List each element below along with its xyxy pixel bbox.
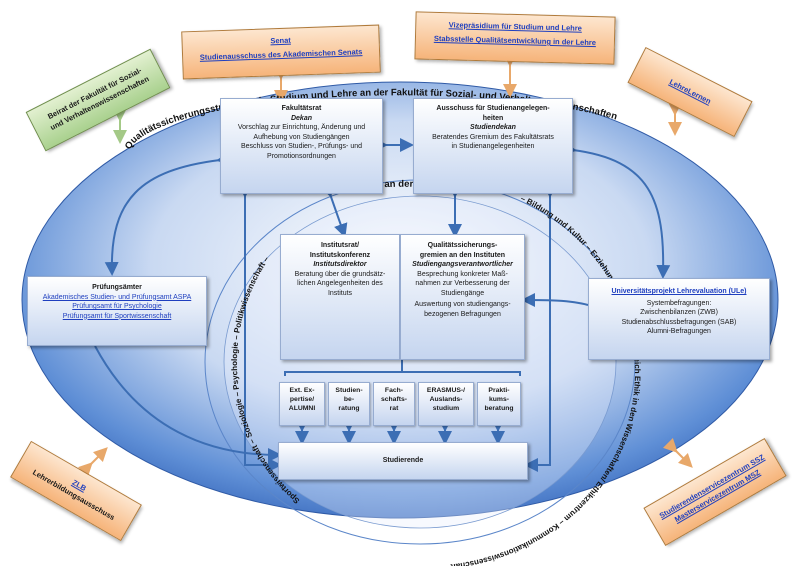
qsgremien-text2: nahmen zur Verbesserung der [415,280,510,287]
senat-note: Senat Studienausschuss des Akademischen … [181,24,381,80]
qsgremien-box: Qualitätssicherungs- gremien an den Inst… [400,234,525,360]
vize-link[interactable]: Vizepräsidium für Studium und Lehre [448,20,583,33]
arrow-fakrat-pruef [104,151,231,276]
fakultaetsrat-text1: Vorschlag zur Einrichtung, Änderung und [237,124,366,131]
small-box-fachschaftsrat-l3: rat [389,405,399,412]
pruefungsaemter-box: Prüfungsämter Akademisches Studien- und … [27,276,207,346]
small-box-erasmus: ERASMUS-/ Auslands- studium [418,382,474,426]
arrow-fakrat-institutsrat [320,182,348,238]
small-box-studienberatung-l2: be- [343,396,355,403]
arrow-ausschuss-studierende [524,184,557,472]
small-box-praktikumsberatung-l2: kums- [488,396,510,403]
pruefungsamt-psychologie-link[interactable]: Prüfungsamt für Psychologie [72,303,162,310]
institutsrat-text2: lichen Angelegenheiten des [297,280,383,287]
fakultaetsrat-text2: Aufhebung von Studiengängen [253,133,350,141]
fakultaetsrat-text3: Beschluss von Studien-, Prüfungs- und [240,143,362,150]
fakultaetsrat-text4: Promotionsordnungen [267,152,336,160]
arrow-ausschuss-ule [562,141,671,279]
vize-note: Vizepräsidium für Studium und Lehre Stab… [414,11,616,65]
qsgremien-text5: bezogenen Befragungen [424,310,501,318]
ule-text3: Studienabschlussbefragungen (SAB) [621,318,737,326]
small-box-erasmus-l1: ERASMUS-/ [426,387,466,394]
fakultaetsrat-role: Dekan [290,114,312,122]
qsgremien-title2: gremien an den Instituten [419,251,506,259]
institutsrat-title1: Institutsrat/ [320,242,360,249]
ausschuss-text2: in Studienangelegenheiten [451,143,535,150]
pruefungsaemter-title: Prüfungsämter [92,284,142,291]
ausschuss-title2: heiten [482,114,504,122]
small-box-studienberatung-l3: ratung [338,405,360,412]
ule-link[interactable]: Universitätsprojekt Lehrevaluation (ULe) [611,288,747,295]
studierende-box: Studierende [278,442,528,480]
small-box-ext-expertise-l2: pertise/ [289,396,315,403]
small-box-studienberatung-l1: Studien- [335,387,363,394]
small-box-praktikumsberatung-l1: Prakti- [488,387,510,394]
small-box-erasmus-l3: studium [432,405,460,412]
institutsrat-box: Institutsrat/ Institutskonferenz Institu… [280,234,400,360]
ausschuss-role: Studiendekan [470,124,516,131]
fakultaetsrat-title: Fakultätsrat [281,105,322,112]
small-box-praktikumsberatung-l3: beratung [484,405,514,412]
qsgremien-text1: Besprechung konkreter Maß- [417,270,508,278]
small-box-fachschaftsrat-l2: schafts- [380,396,408,403]
arrow-ule-qs [521,293,589,308]
qsgremien-title1: Qualitätssicherungs- [427,242,498,249]
small-box-erasmus-l2: Auslands- [429,396,463,403]
ule-text1: Systembefragungen: [646,299,712,307]
ssz-connector [662,437,693,468]
qsgremien-role: Studiengangsverantwortlicher [412,261,513,268]
institutsrat-role: Institutsdirektor [313,261,367,268]
ausschuss-text1: Beratendes Gremium des Fakultätsrats [432,133,554,141]
small-box-praktikumsberatung: Prakti- kums- beratung [477,382,521,426]
institutsrat-text1: Beratung über die grundsätz- [294,270,386,278]
qsgremien-text3: Studiengänge [440,289,485,297]
studierende-label: Studierende [382,457,424,464]
arrow-pruef-studierende [94,345,282,462]
small-box-fachschaftsrat: Fach- schafts- rat [373,382,415,426]
stabsstelle-link[interactable]: Stabsstelle Qualitätsentwicklung in der … [433,33,597,48]
small-box-fachschaftsrat-l1: Fach- [384,387,404,394]
institutsrat-title2: Institutskonferenz [309,251,371,259]
small-box-ext-expertise-l1: Ext. Ex- [289,387,315,394]
small-box-ext-expertise: Ext. Ex- pertise/ ALUMNI [279,382,325,426]
small-box-ext-expertise-l3: ALUMNI [288,405,316,412]
pruefungsamt-sport-link[interactable]: Prüfungsamt für Sportwissenschaft [62,312,172,320]
ule-text4: Alumni-Befragungen [647,328,711,335]
ausschuss-title1: Ausschuss für Studienangelegen- [436,105,550,112]
zlb-connector [77,447,108,478]
ausschuss-box: Ausschuss für Studienangelegen- heiten S… [413,98,573,194]
fakultaetsrat-box: Fakultätsrat Dekan Vorschlag zur Einrich… [220,98,383,194]
arrow-fakrat-studierende [238,184,282,472]
qsgremien-text4: Auswertung von studiengangs- [414,301,511,308]
institutsrat-text3: Instituts [327,289,353,297]
aspa-link[interactable]: Akademisches Studien- und Prüfungsamt AS… [42,293,192,301]
small-box-studienberatung: Studien- be- ratung [328,382,370,426]
ule-box: Universitätsprojekt Lehrevaluation (ULe)… [588,278,770,360]
ule-text2: Zwischenbilanzen (ZWB) [640,309,718,316]
